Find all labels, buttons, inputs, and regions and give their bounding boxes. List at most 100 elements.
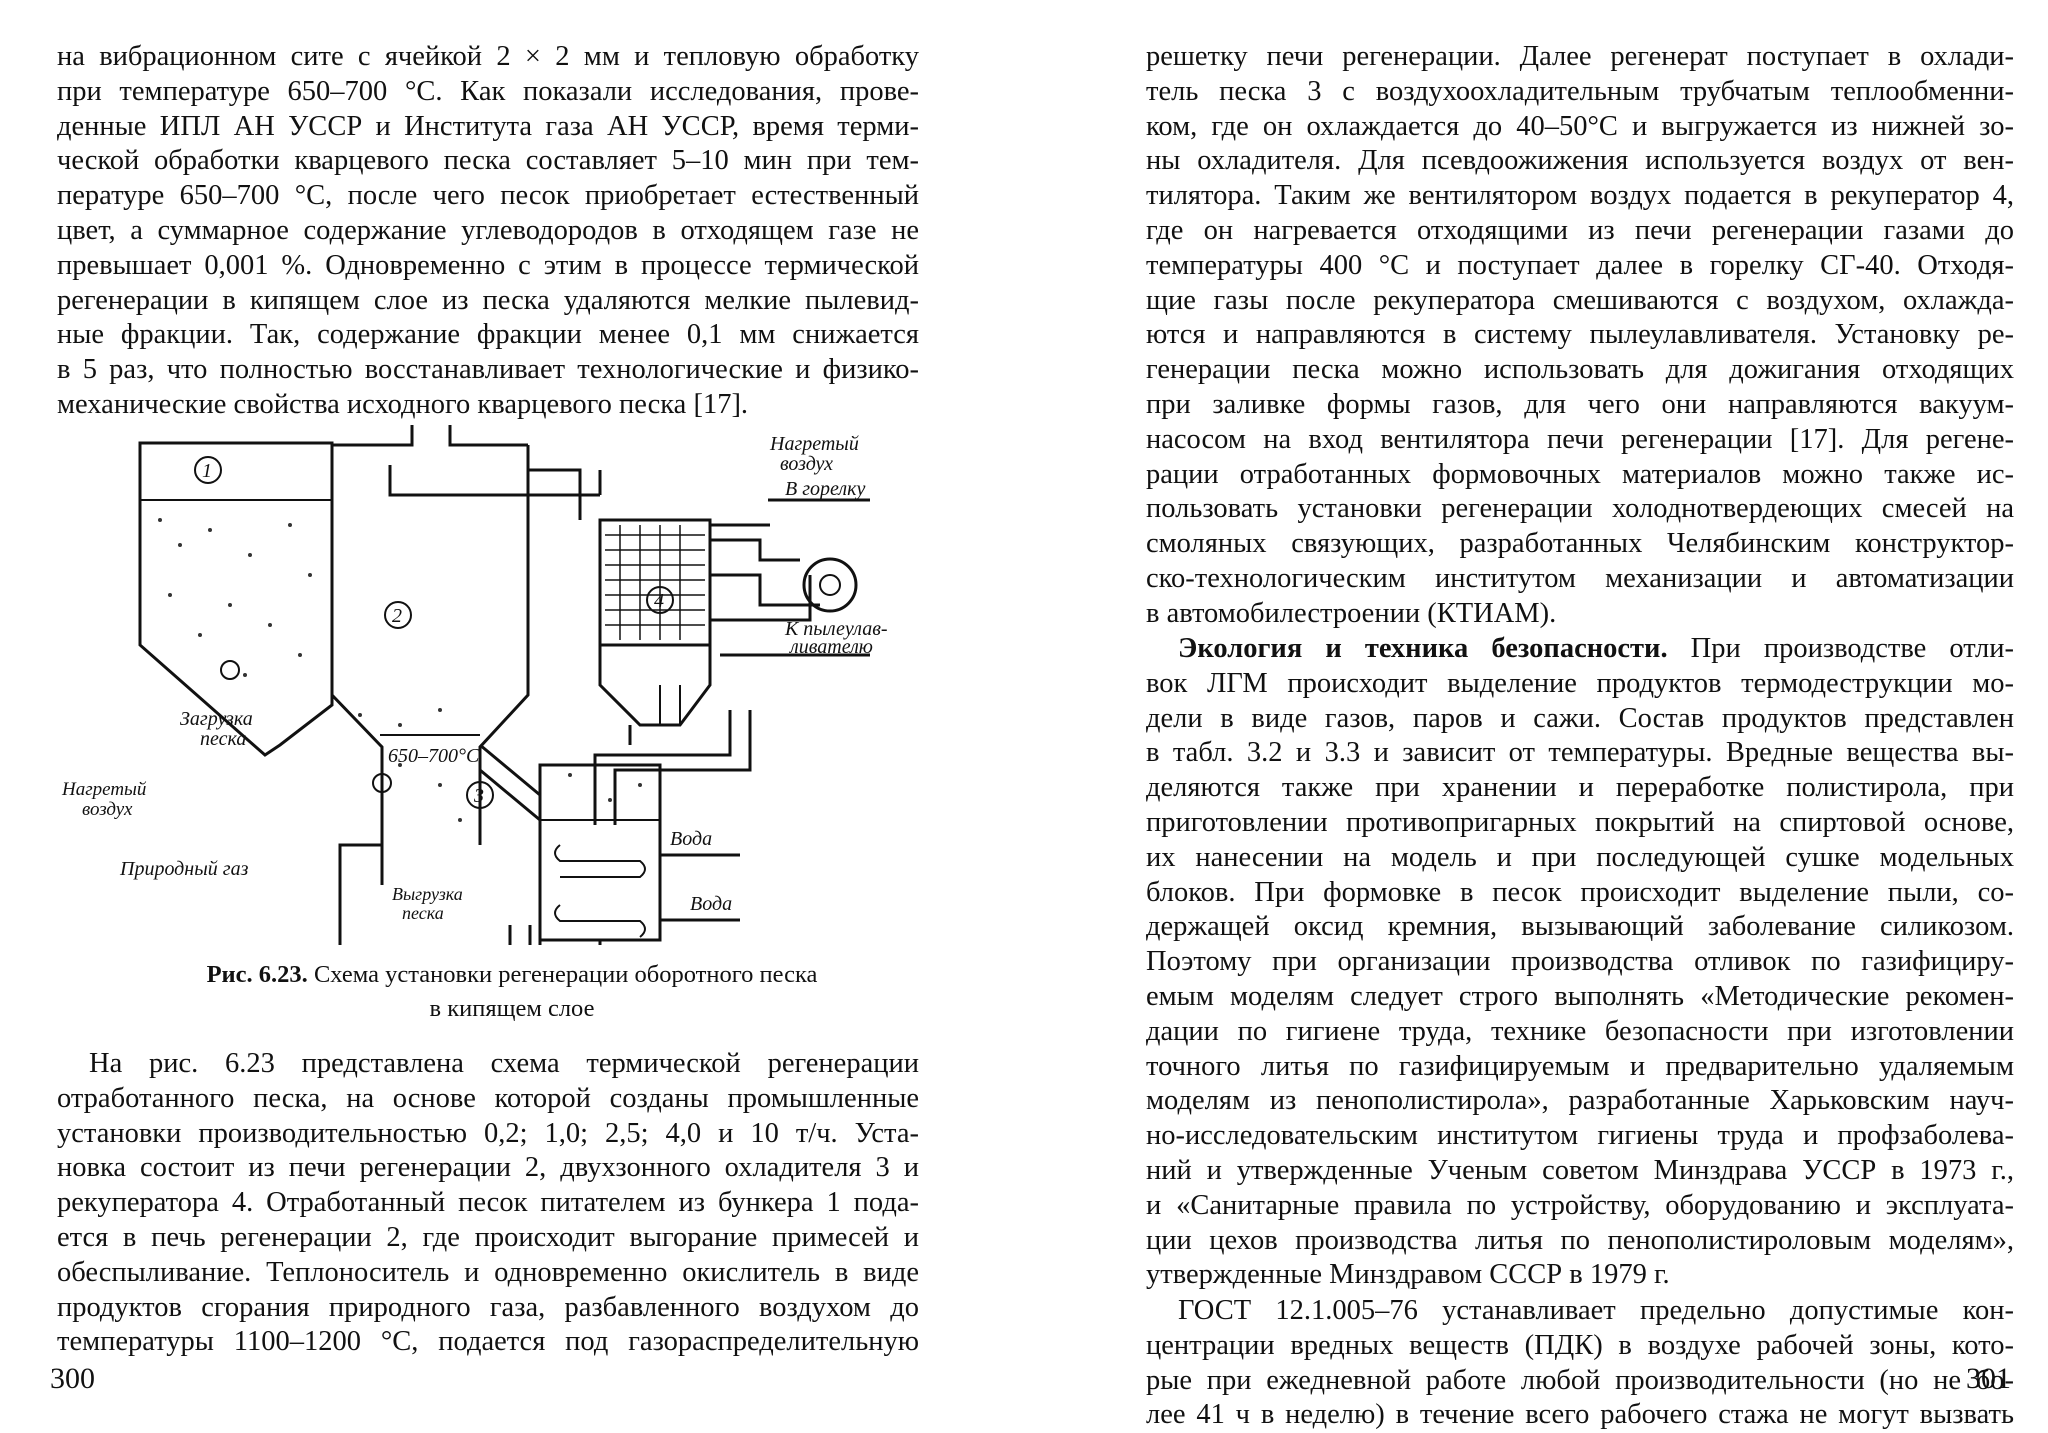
text-line: ются и направляются в систему пылеулавли… (1146, 319, 2014, 351)
text-line: ний и утвержденные Ученым советом Минздр… (1146, 1154, 2014, 1186)
left-paragraph-2: На рис. 6.23 представлена схема термичес… (57, 1047, 919, 1360)
text-line: вок ЛГМ происходит выделение продуктов т… (1146, 667, 2014, 699)
label-heated-air-left-block: Нагретый воздух (62, 780, 146, 820)
text-line: продуктов сгорания природного газа, разб… (57, 1291, 919, 1323)
text-line: в автомобилестроении (КТИАМ). (1146, 597, 1557, 629)
left-paragraph-1: на вибрационном сите с ячейкой 2 × 2 мм … (57, 40, 919, 423)
label-loading: Загрузка (180, 708, 253, 730)
text-line: обеспыливание. Теплоноситель и одновреме… (57, 1256, 919, 1288)
text-line: ется в печь регенерации 2, где происходи… (57, 1221, 919, 1253)
text-line: тель песка 3 с воздухоохладительным труб… (1146, 75, 2014, 107)
caption-figure-number: Рис. 6.23. (206, 961, 308, 988)
text-line: щие газы после рекуператора смешиваются … (1146, 284, 2014, 316)
text-line: в табл. 3.2 и 3.3 и зависит от температу… (1146, 737, 2014, 769)
text-line: где он нагревается отходящими из печи ре… (1146, 214, 2014, 246)
text-line: пературе 650–700 °С, после чего песок пр… (57, 180, 919, 212)
text-line: температуры 400 °С и поступает далее в г… (1146, 249, 2014, 281)
section-heading-rest: При производстве отли- (1667, 633, 2014, 664)
text-line: лее 41 ч в неделю) в течение всего рабоч… (1146, 1399, 2014, 1431)
label-heated-air-top: Нагретый (769, 433, 859, 455)
label-number-4: 4 (654, 590, 664, 612)
text-line: смоляных связующих, разработанных Челяби… (1146, 528, 2014, 560)
text-line: решетку печи регенерации. Далее регенера… (1146, 41, 2014, 72)
text-line: Поэтому при организации производства отл… (1146, 946, 2014, 978)
label-unloading-block: Выгрузка песка (392, 885, 463, 923)
text-line: рые при ежедневной работе любой производ… (1146, 1364, 2014, 1396)
text-line: регенерации в кипящем слое из песка удал… (57, 284, 919, 316)
text-line: механические свойства исходного кварцево… (57, 388, 749, 420)
text-line: деляются также при хранении и переработк… (1146, 772, 2014, 804)
text-line: генерации песка можно использовать для д… (1146, 354, 2014, 386)
left-page: на вибрационном сите с ячейкой 2 × 2 мм … (0, 0, 1024, 1428)
text-line: центрации вредных веществ (ПДК) в воздух… (1146, 1329, 2014, 1361)
label-number-3: 3 (473, 785, 484, 807)
text-line: денные ИПЛ АН УССР и Института газа АН У… (57, 110, 919, 142)
text-line: ции цехов производства литья по пенополи… (1146, 1224, 2014, 1256)
text-line: моделям из пенополистирола», разработанн… (1146, 1085, 2014, 1117)
page-number-left: 300 (50, 1362, 95, 1395)
text-line: их нанесении на модель и при последующей… (1146, 841, 2014, 873)
label-loading-2: песка (200, 728, 246, 750)
text-line: утвержденные Минздравом СССР в 1979 г. (1146, 1259, 1670, 1291)
text-line: ческой обработки кварцевого песка состав… (57, 145, 919, 177)
text-line: блоков. При формовке в песок происходит … (1146, 876, 2014, 908)
text-line: тилятора. Таким же вентилятором воздух п… (1146, 180, 2014, 212)
label-water-1: Вода (670, 828, 712, 850)
label-unloading-2: песка (402, 903, 444, 923)
text-line: ные фракции. Так, содержание фракции мен… (57, 319, 919, 351)
text-line: температуры 1100–1200 °С, подается под г… (57, 1326, 919, 1358)
text-line: ны охладителя. Для псевдоожижения исполь… (1146, 145, 2014, 177)
text-line: новка состоит из печи регенерации 2, дву… (57, 1152, 919, 1184)
sand-speckle (158, 518, 642, 822)
text-line: при температуре 650–700 °С. Как показали… (57, 75, 919, 107)
text-line: ком, где он охлаждается до 40–50°С и выг… (1146, 110, 2014, 142)
page-number-right: 301 (1966, 1362, 2011, 1395)
right-page: решетку печи регенерации. Далее регенера… (1024, 0, 2048, 1430)
text-line: рекуператора 4. Отработанный песок питат… (57, 1187, 919, 1219)
text-line: пользовать установки регенерации холодно… (1146, 493, 2014, 525)
bunker-outline (138, 441, 334, 757)
label-to-dust-collector-2: ливателю (789, 636, 873, 658)
text-line: цвет, а суммарное содержание углеводород… (57, 214, 919, 246)
text-line: установки производительностью 0,2; 1,0; … (57, 1117, 919, 1149)
right-paragraph-1: решетку печи регенерации. Далее регенера… (1146, 40, 2014, 632)
text-line: рации отработанных формовочных материало… (1146, 458, 2014, 490)
label-heated-air-left-2: воздух (82, 799, 133, 820)
text-line: дели в виде газов, паров и сажи. Состав … (1146, 702, 2014, 734)
caption-text-2: в кипящем слое (429, 995, 595, 1022)
label-to-burner: В горелку (785, 478, 865, 500)
label-temperature: 650–700°С (388, 745, 480, 767)
text-line: ГОСТ 12.1.005–76 устанавливает предельно… (1178, 1295, 2014, 1326)
text-line: и «Санитарные правила по устройству, обо… (1146, 1189, 2014, 1221)
text-line: при заливке формы газов, для чего они на… (1146, 388, 2014, 420)
label-number-2: 2 (392, 605, 402, 627)
text-line: отработанного песка, на основе которой с… (57, 1082, 919, 1114)
fan-top (802, 557, 858, 613)
text-line: точного литья по газифицируемым и предва… (1146, 1050, 2014, 1082)
figure-caption: Рис. 6.23. Схема установки регенерации о… (0, 958, 1024, 1026)
text-line: но-исследовательским институтом гигиены … (1146, 1120, 2014, 1152)
text-line: ско-технологическим институтом механизац… (1146, 562, 2014, 594)
text-line: на вибрационном сите с ячейкой 2 × 2 мм … (57, 41, 919, 72)
text-line: в 5 раз, что полностью восстанавливает т… (57, 354, 919, 386)
label-to-dust-collector: К пылеулав- (784, 618, 888, 640)
furnace-left-wall (330, 445, 384, 945)
label-unloading-1: Выгрузка (392, 884, 463, 904)
right-paragraph-3: ГОСТ 12.1.005–76 устанавливает предельно… (1146, 1294, 2014, 1433)
label-water-2: Вода (690, 893, 732, 915)
label-number-1: 1 (202, 460, 212, 482)
text-line: приготовлении противопригарных покрытий … (1146, 806, 2014, 838)
label-heated-air-left-1: Нагретый (62, 779, 147, 800)
regeneration-diagram: 1 2 4 3 Нагретый воздух В горелку К пыле… (138, 425, 888, 945)
section-line: Экология и техника безопасности. При про… (1146, 632, 2014, 667)
right-paragraph-2: Экология и техника безопасности. При про… (1146, 632, 2014, 1293)
cooler-outline (538, 763, 662, 942)
text-line: емым моделям следует строго выполнять «М… (1146, 980, 2014, 1012)
recuperator-outline (598, 518, 712, 647)
label-natural-gas: Природный газ (120, 858, 249, 880)
label-heated-air-top-2: воздух (780, 453, 833, 475)
text-line: насосом на вход вентилятора печи регенер… (1146, 423, 2014, 455)
text-line: держащей оксид кремния, вызывающий забол… (1146, 911, 2014, 943)
section-heading: Экология и техника безопасности. (1178, 633, 1668, 664)
caption-text-1: Схема установки регенерации оборотного п… (307, 961, 818, 988)
